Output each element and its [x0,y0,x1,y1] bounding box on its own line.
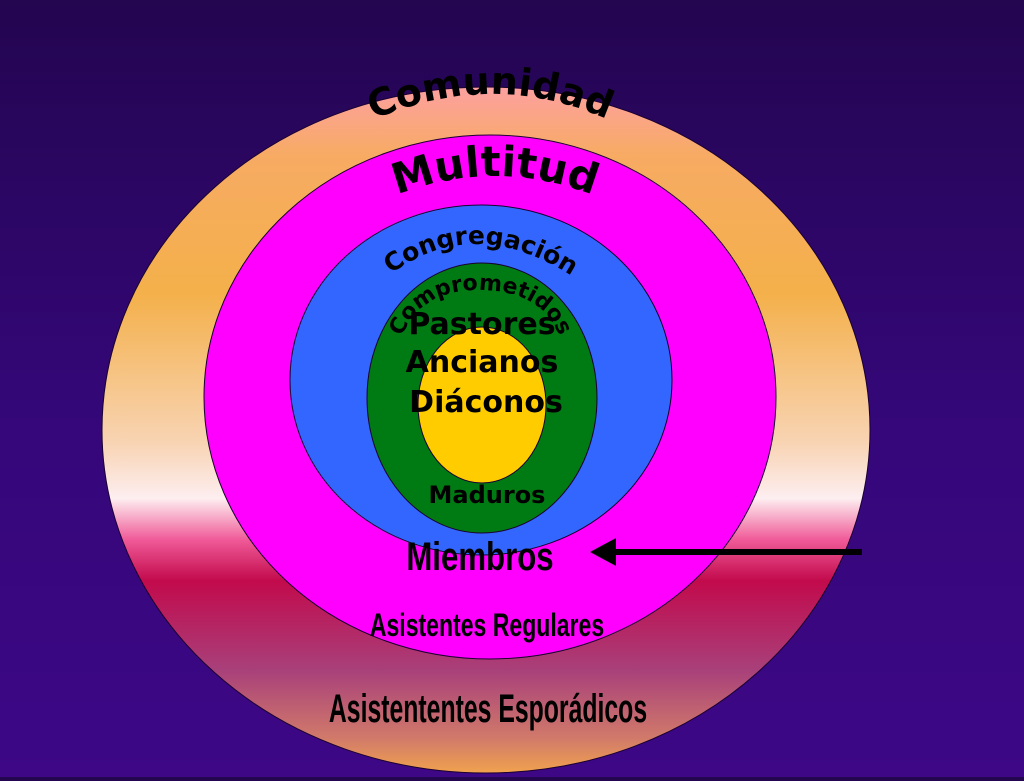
pointer-arrow [590,538,862,566]
label-pastores: Pastores [408,307,555,342]
label-ancianos: Ancianos [406,345,559,380]
label-maduros: Maduros [429,481,546,509]
label-miembros: Miembros [406,534,553,579]
label-asistentes-regulares: Asistentes Regulares [370,607,604,643]
label-asistentes-esporadicos: Asistententes Esporádicos [329,687,647,731]
label-diaconos: Diáconos [409,385,563,420]
ring-nucleo [417,326,547,484]
